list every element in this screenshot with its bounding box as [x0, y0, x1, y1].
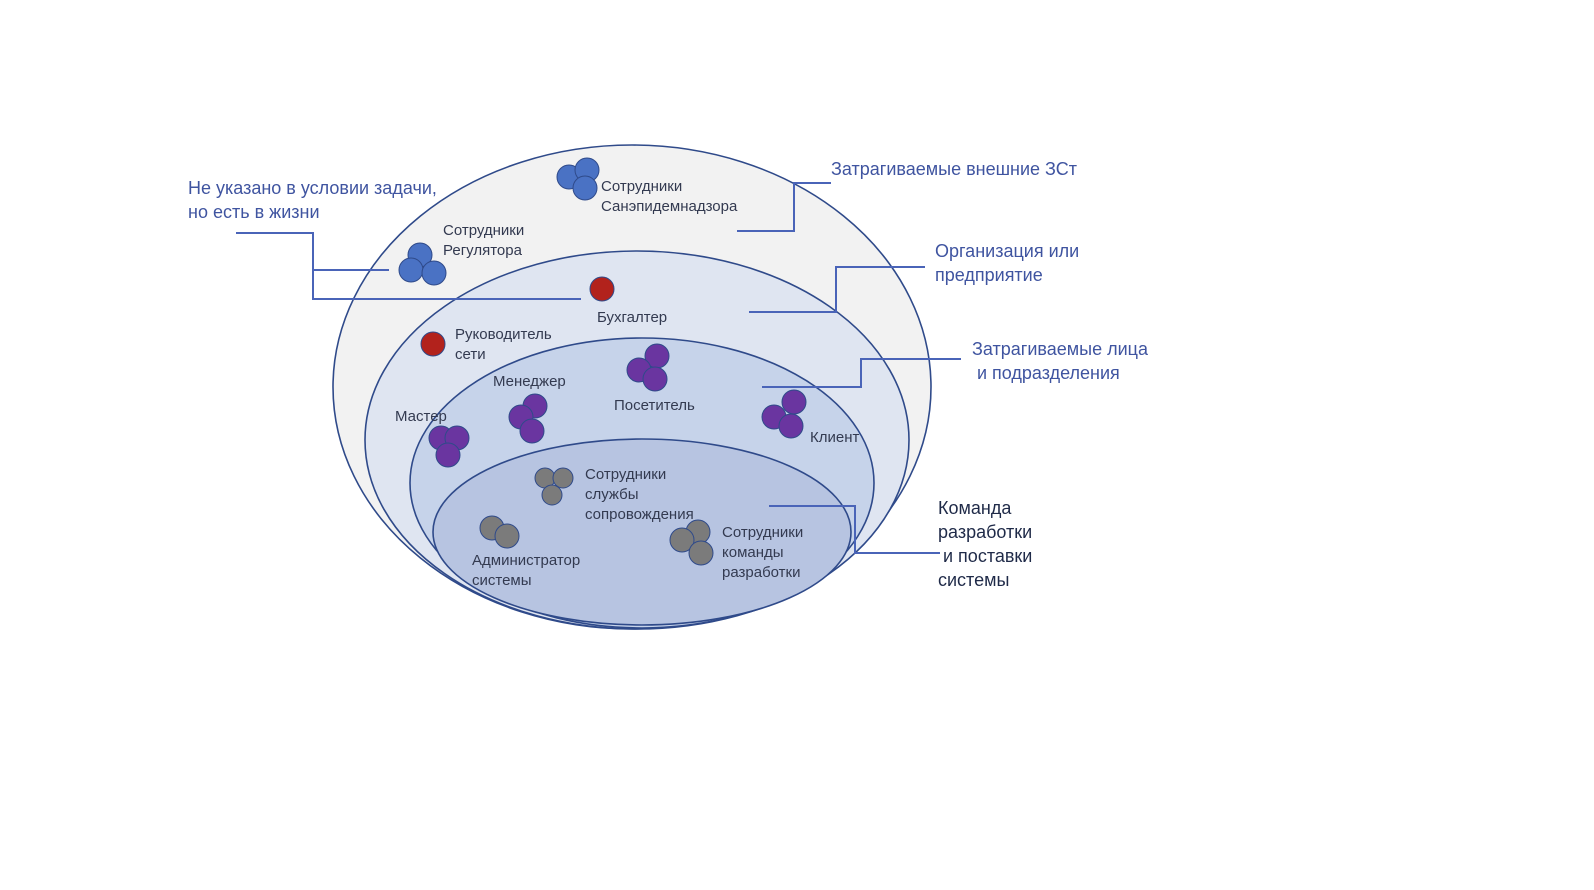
leader-line-team: [769, 505, 940, 554]
label-dev-team-line: Сотрудники: [722, 524, 803, 541]
label-sysadmin-line: системы: [472, 572, 532, 589]
callout-development-team-line: и поставки: [938, 546, 1032, 566]
label-dev-team: Сотрудники команды разработки: [722, 524, 803, 581]
label-support-line: Сотрудники: [585, 466, 666, 483]
callout-affected-persons: Затрагиваемые лица и подразделения: [972, 339, 1149, 383]
label-network-head-line: сети: [455, 346, 486, 363]
callout-external-stakeholders-line: Затрагиваемые внешние ЗСт: [831, 159, 1077, 179]
label-sanepid-line: Санэпидемнадзора: [601, 198, 738, 215]
label-support: Сотрудники службы сопровождения: [585, 466, 694, 523]
label-visitor-line: Посетитель: [614, 397, 695, 414]
label-client: Клиент: [810, 429, 859, 446]
label-regulator-line: Регулятора: [443, 242, 523, 259]
callout-development-team: Команда разработки и поставки системы: [938, 498, 1032, 590]
people-icon-manager: [508, 393, 548, 444]
callout-organization: Организация или предприятие: [935, 241, 1079, 285]
leader-line-affected: [762, 358, 961, 388]
callout-not-in-task: Не указано в условии задачи, но есть в жи…: [188, 178, 437, 222]
label-master: Мастер: [395, 408, 447, 425]
label-network-head: Руководитель сети: [455, 326, 552, 363]
person-icon-accountant: [589, 276, 615, 302]
label-accountant-line: Бухгалтер: [597, 309, 667, 326]
people-icon-master: [428, 425, 470, 468]
people-icon-sanepid: [556, 157, 600, 201]
label-network-head-line: Руководитель: [455, 326, 552, 343]
label-sysadmin: Администратор системы: [472, 552, 580, 589]
label-visitor: Посетитель: [614, 397, 695, 414]
people-icon-visitor: [626, 343, 670, 392]
leader-line-organization: [749, 266, 925, 313]
person-icon-network-head: [420, 331, 446, 357]
callout-affected-persons-line: и подразделения: [972, 363, 1120, 383]
people-icon-dev-team: [669, 519, 714, 566]
people-icon-sysadmin: [479, 515, 520, 549]
label-accountant: Бухгалтер: [597, 309, 667, 326]
label-sanepid-line: Сотрудники: [601, 178, 682, 195]
label-dev-team-line: команды: [722, 544, 784, 561]
callout-development-team-line: системы: [938, 570, 1009, 590]
callout-development-team-line: Команда: [938, 498, 1012, 518]
callout-affected-persons-line: Затрагиваемые лица: [972, 339, 1149, 359]
people-icon-regulator: [398, 242, 447, 286]
label-dev-team-line: разработки: [722, 564, 801, 581]
label-client-line: Клиент: [810, 429, 859, 446]
label-manager-line: Менеджер: [493, 373, 566, 390]
callout-not-in-task-line: но есть в жизни: [188, 202, 320, 222]
callout-organization-line: Организация или: [935, 241, 1079, 261]
label-master-line: Мастер: [395, 408, 447, 425]
callout-not-in-task-line: Не указано в условии задачи,: [188, 178, 437, 198]
leader-line-not-in-task: [236, 232, 581, 300]
callout-development-team-line: разработки: [938, 522, 1032, 542]
callout-external-stakeholders: Затрагиваемые внешние ЗСт: [831, 159, 1077, 179]
label-sysadmin-line: Администратор: [472, 552, 580, 569]
label-manager: Менеджер: [493, 373, 566, 390]
leader-line-external: [737, 182, 831, 232]
label-support-line: сопровождения: [585, 506, 694, 523]
callout-organization-line: предприятие: [935, 265, 1043, 285]
label-support-line: службы: [585, 486, 639, 503]
people-icon-client: [761, 389, 807, 439]
label-regulator-line: Сотрудники: [443, 222, 524, 239]
ring-development-team: [432, 438, 852, 626]
people-icon-support: [534, 467, 574, 506]
